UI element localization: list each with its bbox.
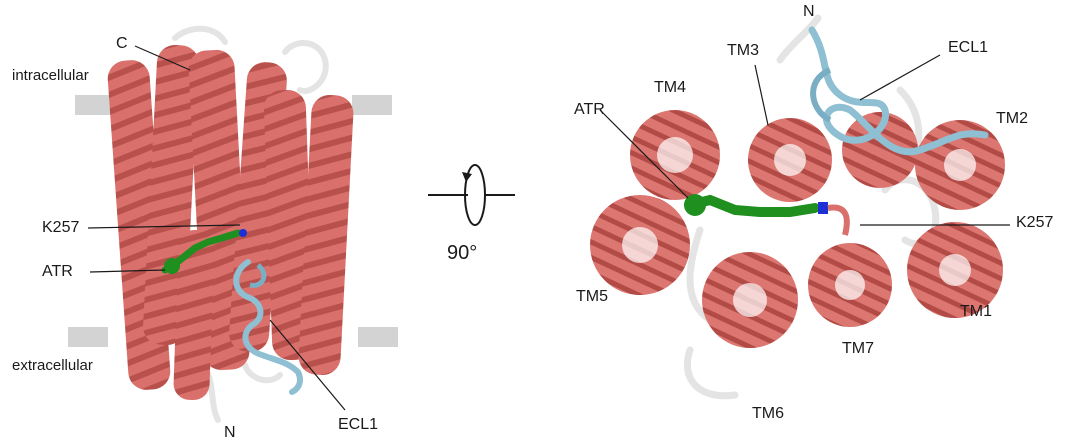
leader-k257 [87, 224, 241, 229]
leader-atr-top [599, 109, 689, 199]
leader-ecl1-top [859, 54, 941, 101]
label-atr-top: ATR [574, 101, 605, 118]
label-tm7: TM7 [842, 340, 874, 357]
rotation-arrowhead [462, 172, 472, 182]
label-rotation-angle: 90° [447, 242, 478, 264]
membrane-marker-intracellular-right [352, 95, 392, 115]
top-ecl1-loop-b [810, 67, 832, 123]
leader-tm3 [754, 64, 769, 126]
side-helix-5 [263, 89, 315, 361]
top-helix-extra [842, 112, 918, 188]
label-tm1: TM1 [960, 303, 992, 320]
leader-c [134, 45, 191, 71]
label-n-terminus-side: N [224, 424, 236, 441]
side-leader-lines [87, 45, 346, 411]
label-k257-side: K257 [42, 219, 80, 236]
label-tm6: TM6 [752, 405, 784, 422]
side-ecl1-loop-b [249, 263, 267, 288]
side-ecl1-loop [233, 259, 303, 395]
label-tm5: TM5 [576, 288, 608, 305]
rotation-symbol [428, 164, 515, 226]
membrane-marker-extracellular-right [358, 327, 398, 347]
side-helix-7 [173, 229, 215, 401]
top-helix-tm1-core [939, 254, 971, 286]
label-ecl1-top: ECL1 [948, 39, 989, 56]
label-n-terminus-top: N [803, 3, 815, 20]
top-helix-tm6-core [733, 283, 767, 317]
label-k257-top: K257 [1016, 214, 1054, 231]
top-helix-tm2-core [944, 149, 976, 181]
top-lysine-n [818, 202, 828, 214]
label-tm3: TM3 [727, 42, 759, 59]
label-tm2: TM2 [996, 110, 1028, 127]
membrane-marker-extracellular-left [68, 327, 108, 347]
side-view [68, 25, 398, 423]
top-ecl1-loop [808, 26, 989, 156]
top-helix-tm5-core [622, 227, 658, 263]
top-leader-lines [599, 54, 1010, 226]
side-retinal-ring [164, 258, 180, 274]
side-lysine-n [239, 229, 247, 237]
top-view [590, 14, 1010, 400]
leader-ecl1-side [269, 319, 346, 411]
membrane-marker-intracellular-left [75, 95, 115, 115]
label-extracellular: extracellular [12, 357, 93, 374]
label-atr-side: ATR [42, 263, 73, 280]
label-ecl1-side: ECL1 [338, 416, 379, 433]
top-lysine-sidechain [827, 204, 850, 236]
top-retinal [685, 194, 820, 217]
label-intracellular: intracellular [12, 67, 89, 84]
side-helices [107, 45, 354, 401]
leader-atr [89, 269, 166, 273]
top-helices [590, 110, 1005, 348]
top-helix-tm4-core [657, 137, 693, 173]
rotation-ellipse [464, 164, 486, 226]
side-helix-6 [298, 95, 354, 375]
top-retinal-ring [684, 194, 706, 216]
label-c-terminus: C [116, 35, 128, 52]
top-helix-tm3-core [774, 144, 806, 176]
label-tm4: TM4 [654, 79, 686, 96]
top-helix-tm7-core [835, 270, 865, 300]
